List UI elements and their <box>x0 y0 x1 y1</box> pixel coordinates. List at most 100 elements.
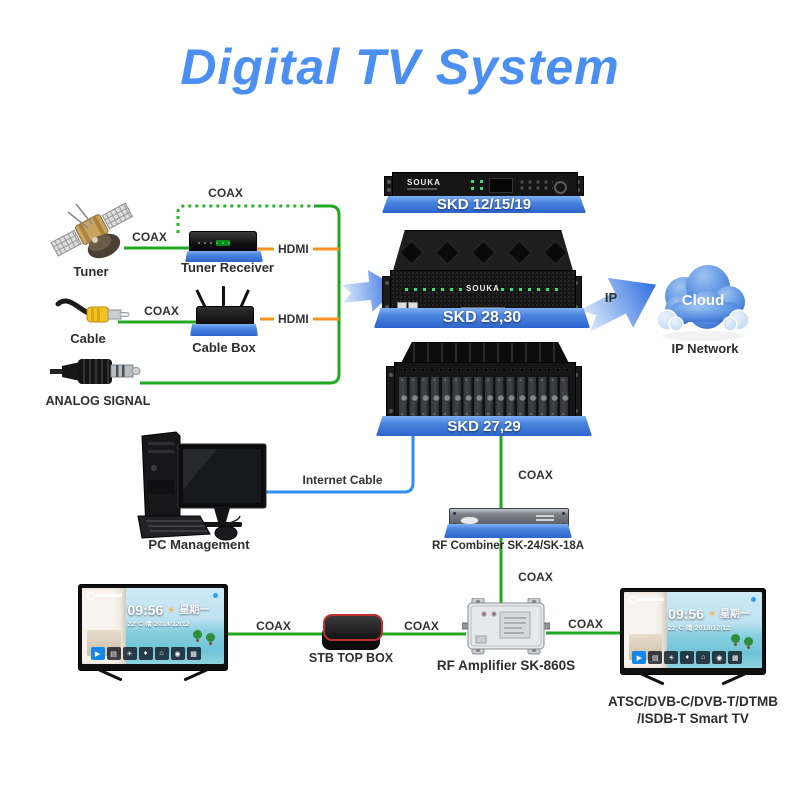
fan-vent-icon <box>505 238 533 266</box>
hdmi-label-receiver: HDMI <box>274 242 313 256</box>
led-indicators <box>501 288 561 291</box>
app-tile: ▶ <box>90 647 105 660</box>
fan-vent-icon <box>433 238 461 266</box>
tree-icon <box>193 630 202 639</box>
tv-legs <box>78 667 228 685</box>
status-dot-icon <box>213 593 218 598</box>
cable-box-device <box>190 286 258 340</box>
tv-date: 2018/12/12 <box>694 624 731 632</box>
rca-plug-icon <box>55 298 130 323</box>
souka-logo: SOUKA <box>466 284 500 293</box>
skd1-faceplate: SOUKA <box>392 172 578 200</box>
module-screws <box>399 378 571 382</box>
app-tile: ▤ <box>106 647 121 660</box>
smart-tv-caption-line1: ATSC/DVB-C/DVB-T/DTMB <box>608 694 778 709</box>
cloud-icon: Cloud <box>656 265 750 341</box>
skd3-faceplate <box>394 362 576 422</box>
app-tile: ▤ <box>648 651 663 664</box>
tv-bezel: 09:56 ☀ 星期一 22°C 晴 2018/12/12 ▶ ▤ ☀ ♦ ⌂ <box>620 588 766 675</box>
arrow-to-cloud-icon <box>579 277 657 332</box>
skd-12-15-19-device: SOUKA SKD 12/15/19 <box>382 170 586 214</box>
receiver-display <box>216 240 230 246</box>
tv-clock-widget: 09:56 ☀ 星期一 22°C 晴 2018/12/12 <box>127 602 209 628</box>
tv-screen: 09:56 ☀ 星期一 22°C 晴 2018/12/12 ▶ ▤ ☀ ♦ ⌂ <box>624 592 762 668</box>
receiver-base <box>185 251 263 262</box>
fan-vent-icon <box>469 238 497 266</box>
app-tile: ☀ <box>664 651 679 664</box>
tv-screen: 09:56 ☀ 星期一 22°C 晴 2018/12/12 ▶ ▤ ☀ ♦ ⌂ <box>82 588 224 664</box>
fan-vent-icon <box>397 238 425 266</box>
skd2-top-panel <box>392 230 574 274</box>
rf-combiner-device <box>444 506 572 540</box>
tree-icon <box>206 633 215 642</box>
tuner-receiver-label: Tuner Receiver <box>181 260 274 275</box>
led-indicators <box>471 180 483 183</box>
pc-management-label: PC Management <box>148 537 250 552</box>
stb-device <box>322 613 383 653</box>
app-tile: ▦ <box>186 647 201 660</box>
hotel-logo-text-bar <box>638 598 664 601</box>
tv-legs <box>620 671 766 689</box>
tv-temp-weather: 22°C 晴 <box>668 624 693 632</box>
cable-box-label: Cable Box <box>192 340 256 355</box>
tv-app-row: ▶ ▤ ☀ ♦ ⌂ ◉ ▦ <box>632 651 743 664</box>
stb-top <box>323 614 383 641</box>
tuner-label: Tuner <box>73 264 109 279</box>
skd3-label: SKD 27,29 <box>447 417 521 435</box>
app-tile: ▦ <box>728 651 743 664</box>
ip-label: IP <box>604 290 618 305</box>
satellite-icon <box>50 202 134 259</box>
tv-date: 2018/12/12 <box>154 620 190 628</box>
app-tile: ⌂ <box>154 647 169 660</box>
fan-vent-icon <box>541 238 569 266</box>
audio-jack-icon <box>50 359 141 384</box>
coax-dotted-line <box>176 204 316 233</box>
hdmi-label-cablebox: HDMI <box>274 312 313 326</box>
internet-cable-label: Internet Cable <box>302 473 383 487</box>
led-indicators <box>405 288 465 291</box>
coax-label-tv-stb: COAX <box>256 619 291 633</box>
skd3-base: SKD 27,29 <box>376 416 592 436</box>
app-tile: ♦ <box>680 651 695 664</box>
rf-amplifier-icon <box>462 598 550 655</box>
coax-label-skd-combiner: COAX <box>518 468 553 482</box>
coax-label-cable: COAX <box>144 304 179 318</box>
analog-signal-label: ANALOG SIGNAL <box>45 394 151 408</box>
tuner-receiver-device <box>185 231 263 262</box>
cable-label: Cable <box>70 331 106 346</box>
coax-label-tuner: COAX <box>132 230 167 244</box>
tv-time: 09:56 <box>668 606 704 623</box>
vent-holes <box>401 367 569 374</box>
ip-network-label: IP Network <box>671 341 739 356</box>
smart-tv-left: 09:56 ☀ 星期一 22°C 晴 2018/12/12 ▶ ▤ ☀ ♦ ⌂ <box>78 584 228 685</box>
coax-label-combiner-amp: COAX <box>518 570 553 584</box>
module-screws <box>399 412 571 416</box>
combiner-base <box>444 524 572 538</box>
skd1-base: SKD 12/15/19 <box>382 196 586 213</box>
coax-label-amp-tv: COAX <box>568 617 603 631</box>
tree-icon <box>744 637 753 646</box>
tv-bezel: 09:56 ☀ 星期一 22°C 晴 2018/12/12 ▶ ▤ ☀ ♦ ⌂ <box>78 584 228 671</box>
tree-icon <box>731 634 740 643</box>
sun-icon: ☀ <box>707 608 717 619</box>
tv-app-row: ▶ ▤ ☀ ♦ ⌂ ◉ ▦ <box>90 647 201 660</box>
antenna-icon <box>222 286 225 306</box>
status-dot-icon <box>751 597 756 602</box>
combiner-text-bars <box>536 515 554 517</box>
skd-27-29-device: SKD 27,29 <box>376 342 592 436</box>
receiver-buttons <box>197 241 231 247</box>
page-title: Digital TV System <box>180 39 620 95</box>
skd2-base: SKD 28,30 <box>374 308 590 328</box>
rf-combiner-label: RF Combiner SK-24/SK-18A <box>431 540 585 552</box>
rf-connectors <box>399 389 571 407</box>
cable-box-base <box>190 324 258 336</box>
app-tile: ⌂ <box>696 651 711 664</box>
tv-temp-weather: 22°C 晴 <box>127 620 153 628</box>
smart-tv-caption-line2: /ISDB-T Smart TV <box>637 711 749 726</box>
app-tile: ☀ <box>122 647 137 660</box>
skd2-label: SKD 28,30 <box>442 309 522 326</box>
smart-tv-right: 09:56 ☀ 星期一 22°C 晴 2018/12/12 ▶ ▤ ☀ ♦ ⌂ <box>620 588 766 689</box>
internet-cable-line <box>262 428 415 494</box>
tv-clock-widget: 09:56 ☀ 星期一 22°C 晴 2018/12/12 <box>668 606 750 632</box>
